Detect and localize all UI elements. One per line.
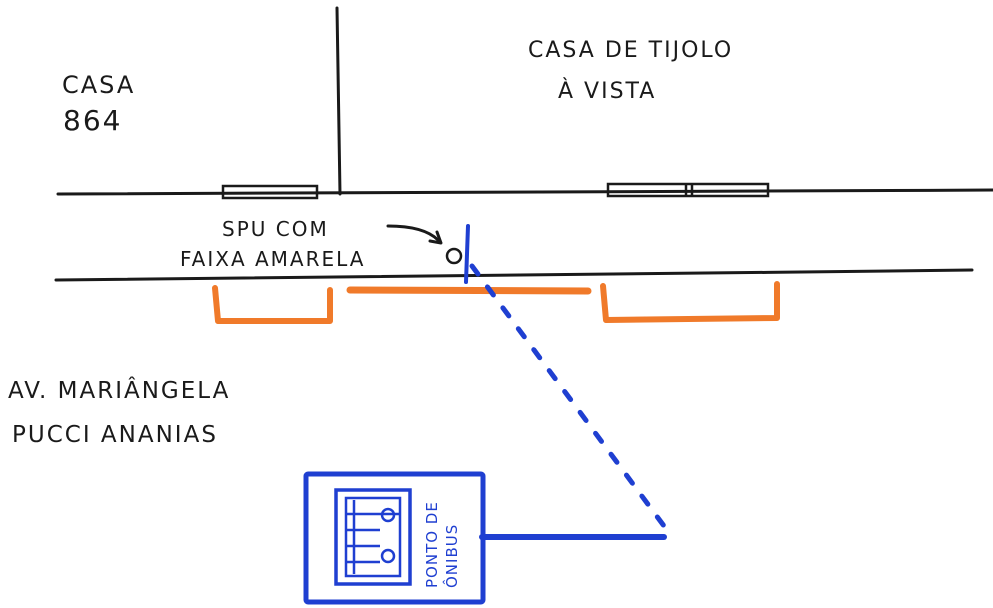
- pole-marker-icon: [445, 224, 470, 284]
- avenue-sublabel: PUCCI ANANIAS: [12, 422, 218, 448]
- curb-line: [54, 268, 974, 282]
- avenue-label: AV. MARIÂNGELA: [8, 376, 230, 404]
- spu-sublabel: FAIXA AMARELA: [180, 247, 365, 271]
- curb-mark-center: [346, 286, 592, 295]
- house-right-label: CASA DE TIJOLO: [528, 38, 733, 63]
- bus-icon: [344, 496, 402, 578]
- sidewalk-top-line: [56, 188, 993, 196]
- property-divider: [335, 6, 342, 196]
- house-right-sublabel: À VISTA: [558, 78, 656, 104]
- spu-label: SPU COM: [222, 217, 329, 241]
- house-left-number: 864: [63, 104, 122, 137]
- dashed-leader-line: [469, 263, 667, 529]
- curb-mark-left: [212, 285, 333, 324]
- bus-stop-label: PONTO DE: [423, 501, 441, 588]
- house-left-label: CASA: [62, 71, 135, 99]
- bus-stop-sublabel: ÔNIBUS: [442, 524, 461, 588]
- gate-left: [221, 184, 319, 200]
- curb-mark-right: [600, 281, 780, 323]
- bus-stop-sign: [303, 471, 486, 605]
- spu-arrow: [386, 224, 443, 245]
- gate-right: [606, 182, 770, 198]
